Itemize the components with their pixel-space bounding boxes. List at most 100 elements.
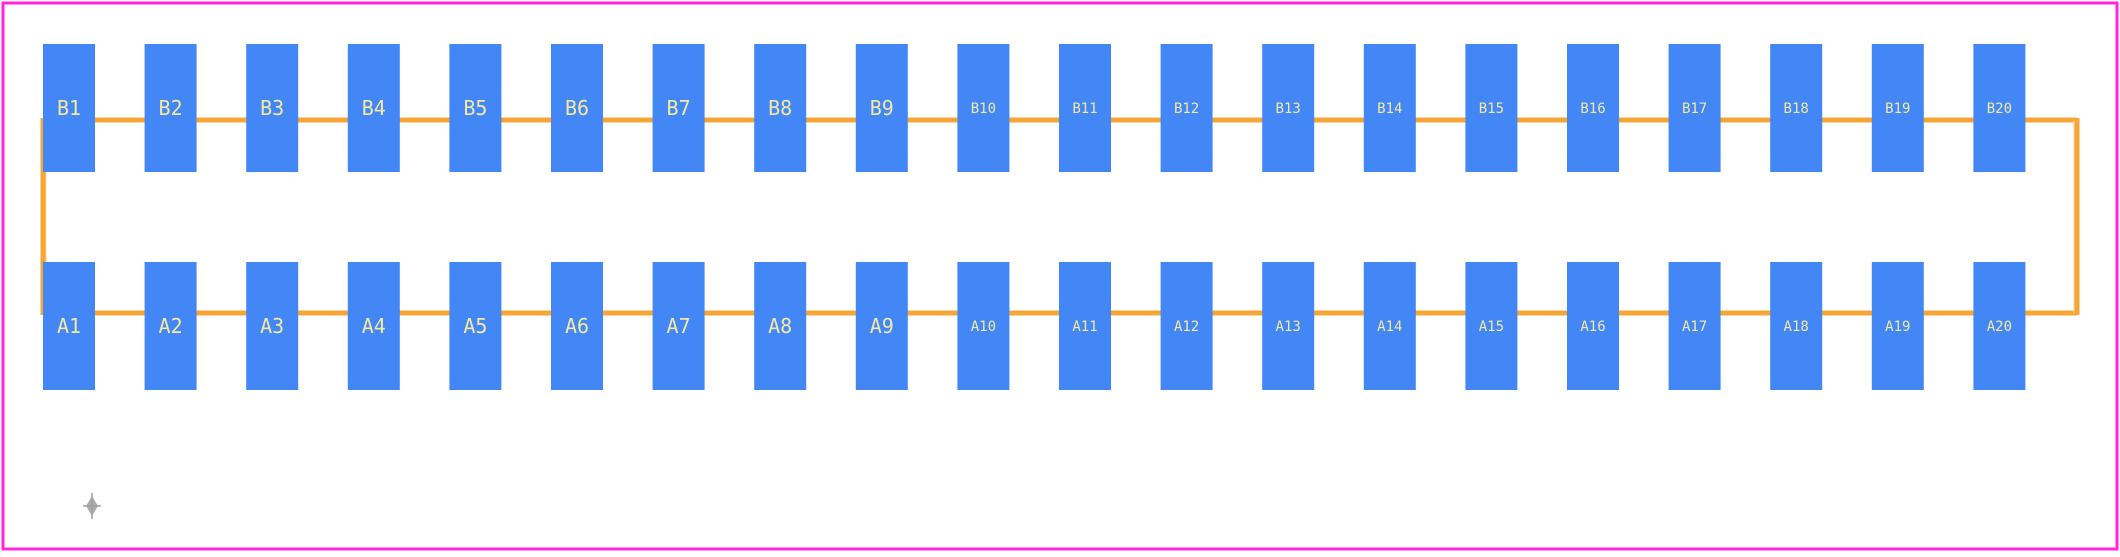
pad-A7: A7 xyxy=(652,262,705,390)
pad-B19: B19 xyxy=(1871,44,1924,172)
pad-B12-shape xyxy=(1160,44,1213,172)
pad-B11: B11 xyxy=(1059,44,1111,172)
pad-A9: A9 xyxy=(855,262,908,390)
pad-B16-shape xyxy=(1567,44,1619,172)
pad-label-A19: A19 xyxy=(1885,319,1910,335)
pad-A2: A2 xyxy=(144,262,197,390)
pad-label-A7: A7 xyxy=(667,314,691,338)
pad-A10: A10 xyxy=(957,262,1010,390)
pad-A6: A6 xyxy=(551,262,603,390)
pad-label-B9: B9 xyxy=(870,96,894,120)
pad-label-A8: A8 xyxy=(768,314,792,338)
pad-A8: A8 xyxy=(754,262,807,390)
pad-label-A15: A15 xyxy=(1479,319,1504,335)
pad-B17-shape xyxy=(1668,44,1721,172)
pad-B12: B12 xyxy=(1160,44,1213,172)
pad-label-A9: A9 xyxy=(870,314,894,338)
pad-A20-shape xyxy=(1973,262,2026,390)
pad-A10-shape xyxy=(957,262,1010,390)
pad-B14: B14 xyxy=(1363,44,1416,172)
pad-A18: A18 xyxy=(1770,262,1823,390)
pad-B7-shape xyxy=(652,44,705,172)
pad-label-A18: A18 xyxy=(1784,319,1809,335)
pad-A5: A5 xyxy=(449,262,502,390)
pad-B19-shape xyxy=(1871,44,1924,172)
pad-B17: B17 xyxy=(1668,44,1721,172)
pad-A11: A11 xyxy=(1059,262,1111,390)
pad-label-B3: B3 xyxy=(260,96,284,120)
pad-B8-shape xyxy=(754,44,807,172)
pad-label-B14: B14 xyxy=(1377,101,1402,117)
pad-label-B7: B7 xyxy=(667,96,691,120)
pad-label-A3: A3 xyxy=(260,314,284,338)
pad-B1: B1 xyxy=(43,44,95,172)
pad-B4: B4 xyxy=(347,44,400,172)
pad-label-A20: A20 xyxy=(1987,319,2012,335)
pad-B3: B3 xyxy=(246,44,299,172)
pad-B5-shape xyxy=(449,44,502,172)
pad-array: B1 B2 B3 B4 B5 B6 B7 B8 B9 B10 B11 B12 B13 B14 B15 B16 B… xyxy=(43,44,2026,390)
pad-label-B4: B4 xyxy=(362,96,386,120)
pad-A1: A1 xyxy=(43,262,95,390)
pad-label-B8: B8 xyxy=(768,96,792,120)
pad-B20-shape xyxy=(1973,44,2026,172)
pad-A9-shape xyxy=(855,262,908,390)
pad-A13-shape xyxy=(1262,262,1315,390)
pad-label-B16: B16 xyxy=(1580,101,1605,117)
pad-A15: A15 xyxy=(1465,262,1518,390)
pad-label-A13: A13 xyxy=(1276,319,1301,335)
pad-A14-shape xyxy=(1363,262,1416,390)
origin-cross-icon xyxy=(83,493,101,519)
pad-label-B17: B17 xyxy=(1682,101,1707,117)
pad-label-A6: A6 xyxy=(565,314,589,338)
pad-label-B1: B1 xyxy=(57,96,81,120)
pad-A19: A19 xyxy=(1871,262,1924,390)
pad-B2-shape xyxy=(144,44,197,172)
pad-label-A11: A11 xyxy=(1072,319,1097,335)
pad-B13: B13 xyxy=(1262,44,1315,172)
pad-label-A14: A14 xyxy=(1377,319,1402,335)
pad-A15-shape xyxy=(1465,262,1518,390)
pad-label-B6: B6 xyxy=(565,96,589,120)
pad-B6-shape xyxy=(551,44,603,172)
pad-A14: A14 xyxy=(1363,262,1416,390)
pad-A3-shape xyxy=(246,262,299,390)
pad-B9-shape xyxy=(855,44,908,172)
pad-B2: B2 xyxy=(144,44,197,172)
pad-A11-shape xyxy=(1059,262,1111,390)
pad-A18-shape xyxy=(1770,262,1823,390)
pad-label-A10: A10 xyxy=(971,319,996,335)
pad-A7-shape xyxy=(652,262,705,390)
pad-A17: A17 xyxy=(1668,262,1721,390)
pad-label-A2: A2 xyxy=(159,314,183,338)
pad-B14-shape xyxy=(1363,44,1416,172)
pad-label-B2: B2 xyxy=(159,96,183,120)
pad-label-B11: B11 xyxy=(1072,101,1097,117)
pad-B3-shape xyxy=(246,44,299,172)
pad-A4: A4 xyxy=(347,262,400,390)
pad-A12: A12 xyxy=(1160,262,1213,390)
pad-B10: B10 xyxy=(957,44,1010,172)
pad-label-A4: A4 xyxy=(362,314,386,338)
pad-B7: B7 xyxy=(652,44,705,172)
pad-label-B19: B19 xyxy=(1885,101,1910,117)
pad-label-B5: B5 xyxy=(463,96,487,120)
pad-A3: A3 xyxy=(246,262,299,390)
pad-label-B18: B18 xyxy=(1784,101,1809,117)
pad-B8: B8 xyxy=(754,44,807,172)
pad-B4-shape xyxy=(347,44,400,172)
pad-B9: B9 xyxy=(855,44,908,172)
pad-B15: B15 xyxy=(1465,44,1518,172)
pad-B16: B16 xyxy=(1567,44,1619,172)
pad-A16: A16 xyxy=(1567,262,1619,390)
pad-B6: B6 xyxy=(551,44,603,172)
pad-label-B15: B15 xyxy=(1479,101,1504,117)
pad-label-A16: A16 xyxy=(1580,319,1605,335)
pad-label-A5: A5 xyxy=(463,314,487,338)
pad-A20: A20 xyxy=(1973,262,2026,390)
pad-A13: A13 xyxy=(1262,262,1315,390)
pad-B15-shape xyxy=(1465,44,1518,172)
pad-B1-shape xyxy=(43,44,95,172)
